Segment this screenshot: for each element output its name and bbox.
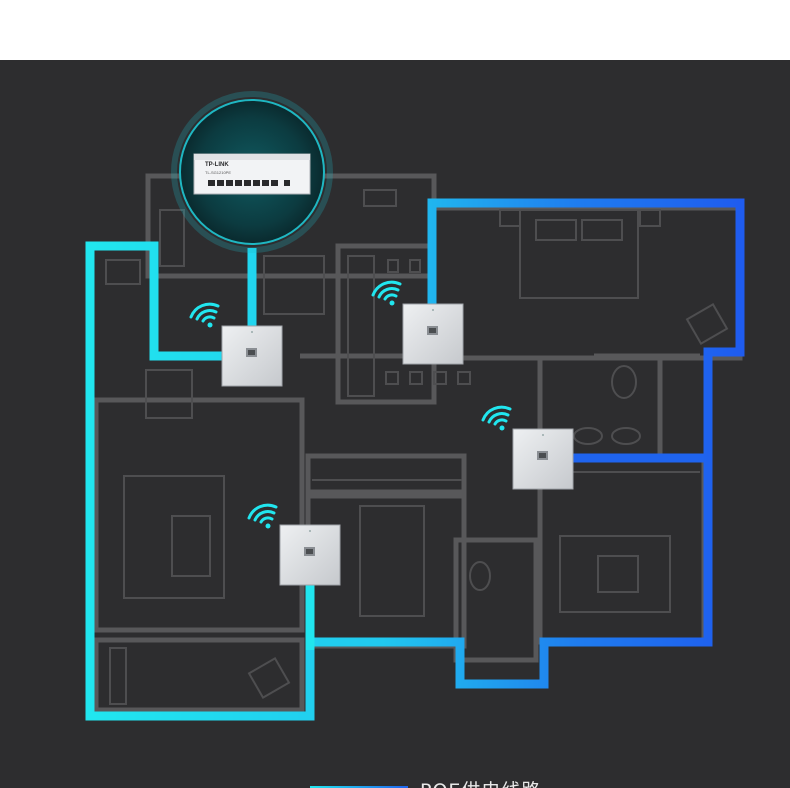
- floor-plan-stage: TP-LINK TL-SG1210PE: [0, 60, 790, 788]
- wifi-signal-icon: [247, 503, 278, 529]
- top-white-band: [0, 0, 790, 60]
- wifi-signal-icon: [189, 302, 220, 328]
- poe-switch-callout: [171, 91, 333, 253]
- poe-cable-route-main: [85, 198, 745, 721]
- floor-plan-walls: [93, 173, 743, 713]
- panel-ap-3: [512, 428, 574, 490]
- switch-brand-label: TP-LINK: [205, 162, 229, 168]
- legend-label: POE供电线路: [420, 776, 541, 788]
- panel-ap-4: [279, 524, 341, 586]
- wifi-signal-icon: [481, 405, 512, 431]
- poe-switch-icon: [193, 153, 311, 195]
- panel-ap-1: [221, 325, 283, 387]
- wifi-signal-icon: [371, 280, 402, 306]
- floor-plan-furniture: [105, 189, 729, 705]
- switch-model-label: TL-SG1210PE: [205, 170, 231, 175]
- floor-plan-diagram: TP-LINK TL-SG1210PE: [85, 91, 745, 721]
- legend-line-swatch: [310, 786, 408, 788]
- panel-ap-2: [402, 303, 464, 365]
